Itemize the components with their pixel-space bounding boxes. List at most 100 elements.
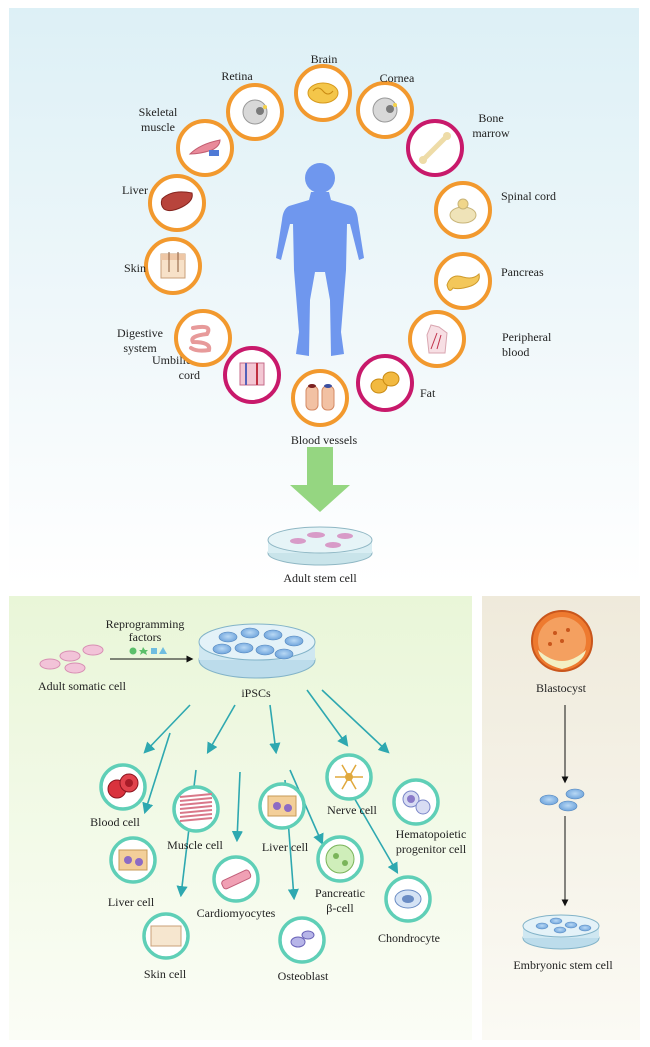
es-dish-icon [522,914,600,950]
human-body-icon [276,163,364,356]
somatic-cell-label: Adult somatic cell [38,679,127,693]
beta-cell-icon [325,844,355,874]
liver-cell-icon [118,849,148,871]
chondrocyte-icon [394,889,422,909]
differentiation-arrow [231,771,243,843]
cell-cardiomyocytes-6: Cardiomyocytes [197,855,276,920]
organ-label: Skin [124,261,146,275]
cell-label: Hematopoietic [396,827,467,841]
progenitor-cell-icon [402,790,431,815]
organ-label: Retina [221,69,253,83]
cell-blood-cell-0: Blood cell [90,763,147,829]
cell-liver-cell-5: Liver cell [108,836,157,909]
cell-label: Liver cell [262,840,309,854]
cell-label: Liver cell [108,895,155,909]
liver-cell-icon [267,795,297,817]
differentiation-arrow [269,704,281,755]
ipscs-label: iPSCs [241,686,271,700]
organ-label: Cornea [380,71,415,85]
factor-shapes-icon [129,647,167,655]
organ-label: Blood vessels [291,433,358,447]
eye-icon [372,97,398,123]
cell-label: Cardiomyocytes [197,906,276,920]
cell-skin-cell-9: Skin cell [142,912,190,981]
down-arrow-icon [290,447,350,512]
cell-liver-cell-2: Liver cell [258,782,309,854]
organ-fat: Fat [356,354,436,412]
organ-label: marrow [472,126,510,140]
intestine-icon [189,324,212,353]
differentiation-arrow [321,689,390,754]
organ-label: Fat [420,386,436,400]
cell-label: Blood cell [90,815,140,829]
organ-skin: Skin [124,237,202,295]
neuron-icon [335,764,363,790]
blood-vessel-icon [305,384,335,411]
organ-label: cord [179,368,200,382]
skin-icon [160,252,186,279]
organ-brain: Brain [294,52,352,122]
organ-label: Liver [122,183,148,197]
pancreas-icon [446,273,480,291]
reprogramming-label-2: factors [129,630,162,644]
muscle-fiber-icon [179,793,213,822]
organ-label: Digestive [117,326,163,340]
somatic-cells-icon [39,644,104,674]
cell-label: β-cell [326,901,354,915]
red-blood-cell-icon [107,773,139,799]
organ-liver: Liver [122,174,206,232]
blastocyst-icon [531,610,593,672]
organ-label: system [123,341,157,355]
cell-label: Osteoblast [278,969,329,983]
organ-label: Bone [478,111,503,125]
organ-retina: Retina [221,69,284,141]
cell-label: Skin cell [144,967,187,981]
brain-icon [307,82,339,104]
umbilical-cord-icon [239,362,265,386]
organ-label: Skeletal [139,105,178,119]
cell-nerve-cell-3: Nerve cell [325,753,377,817]
organ-cornea: Cornea [356,71,415,139]
organ-label: Spinal cord [501,189,556,203]
bone-icon [419,132,451,164]
organ-ring-circle [174,309,232,367]
organ-spinal-cord: Spinal cord [434,181,556,239]
differentiation-arrow [206,704,236,754]
organ-pancreas: Pancreas [434,252,544,310]
muscle-icon [188,139,221,156]
cell-chondrocyte-8: Chondrocyte [378,875,440,945]
cell-label: progenitor cell [396,842,467,856]
cell-muscle-cell-1: Muscle cell [167,785,223,852]
embryonic-stem-cell-label: Embryonic stem cell [513,958,613,972]
differentiation-arrow [143,704,191,754]
cardiomyocyte-icon [221,869,252,890]
blastocyst-label: Blastocyst [536,681,587,695]
liver-icon [160,191,193,212]
adult-stem-cell-label: Adult stem cell [283,571,357,585]
fat-icon [370,371,400,394]
organ-label: Pancreas [501,265,544,279]
ipsc-dish-icon [198,623,316,679]
es-cells-icon [539,788,585,812]
differentiation-arrow [289,769,324,846]
spinal-cord-icon [449,198,477,224]
blood-hand-icon [426,324,448,354]
organ-label: muscle [141,120,175,134]
organ-label: Peripheral [502,330,552,344]
cell-label: Muscle cell [167,838,223,852]
osteoblast-icon [290,930,315,948]
petri-dish-icon [267,526,373,566]
reprogramming-label-1: Reprogramming [106,617,185,631]
eye-icon [242,99,268,125]
organ-label: blood [502,345,529,359]
organ-label: Brain [311,52,338,66]
